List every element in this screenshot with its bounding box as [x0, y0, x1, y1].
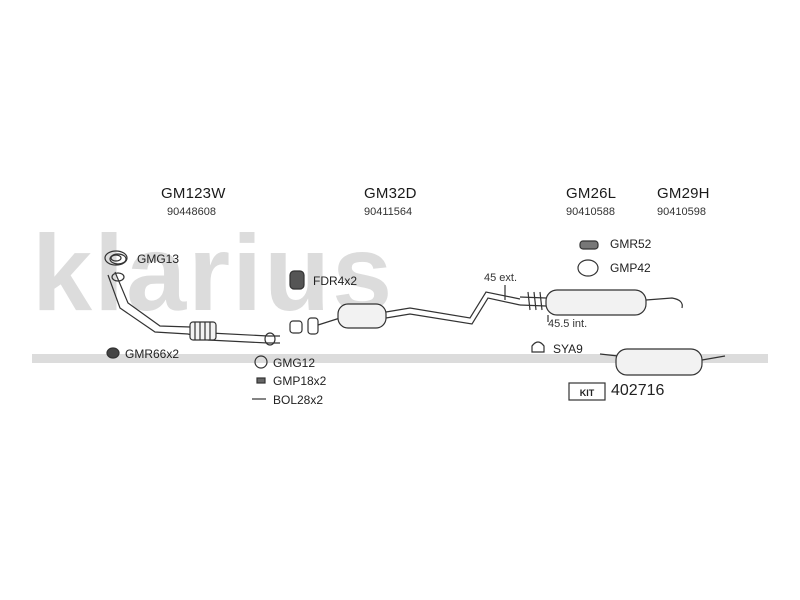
- watermark-logo: klarius: [32, 212, 768, 363]
- fitting-label-gmr52: GMR52: [610, 237, 652, 251]
- mount-bracket-icon: [289, 270, 305, 290]
- alt-inlet-pipe: [599, 353, 619, 357]
- fitting-label-gmp42: GMP42: [610, 261, 651, 275]
- watermark-underline: [32, 354, 768, 363]
- kit-badge-label: KIT: [580, 388, 595, 398]
- front-pipe-flange-end: [264, 332, 276, 346]
- front-pipe-flange: [104, 250, 128, 266]
- flex-joint: [189, 321, 217, 341]
- rubber-mount-icon: [106, 347, 120, 359]
- clamp-icon: [256, 377, 266, 384]
- kit-number: 402716: [611, 382, 665, 399]
- gasket-oval-icon: [577, 259, 599, 277]
- part-number-middle-silencer: 90411564: [364, 206, 413, 218]
- mid-clamp-1: [289, 320, 303, 334]
- watermark-text: klarius: [32, 212, 394, 333]
- dimension-int: 45.5 int.: [548, 318, 588, 330]
- front-pipe-flange-hole: [110, 254, 122, 262]
- part-number-rear-silencer-h: 90410598: [657, 206, 706, 218]
- hanger-icon: [531, 341, 545, 353]
- rear-tailpipe: [645, 297, 683, 309]
- alt-rear-silencer-drawing: [599, 348, 726, 376]
- fitting-icons-left: [106, 253, 268, 400]
- fitting-label-gmg12: GMG12: [273, 356, 316, 370]
- fitting-label-fdr4: FDR4x2: [313, 274, 358, 288]
- mid-outlet-pipe-lower: [385, 297, 521, 325]
- fitting-label-gmg13: GMG13: [137, 252, 180, 266]
- part-number-rear-silencer-l: 90410588: [566, 206, 615, 218]
- rubber-strap-icon: [579, 240, 599, 250]
- front-pipe-drawing: [104, 250, 280, 346]
- rear-silencer-drawing: [519, 240, 683, 353]
- rear-silencer-box: [545, 289, 647, 316]
- alt-rear-silencer-box: [615, 348, 703, 376]
- part-code-rear-silencer-h: GM29H: [657, 185, 710, 202]
- middle-silencer-box: [337, 303, 387, 329]
- kit-badge: KIT: [568, 382, 606, 401]
- gasket-ring-icon: [254, 355, 268, 369]
- part-number-front-pipe: 90448608: [167, 206, 216, 218]
- kit-badge-box: [568, 382, 606, 401]
- dimension-ext: 45 ext.: [484, 272, 518, 284]
- gasket-icon: [109, 253, 127, 265]
- alt-tailpipe: [701, 355, 726, 361]
- mid-inlet-pipe: [317, 317, 341, 326]
- mid-clamp-2: [307, 317, 319, 335]
- front-pipe-lower-line: [107, 274, 280, 344]
- fitting-label-bol28: BOL28x2: [273, 393, 324, 407]
- rear-joint-marks: [527, 291, 543, 311]
- middle-silencer-drawing: [289, 270, 521, 335]
- part-code-rear-silencer-l: GM26L: [566, 185, 617, 202]
- mid-outlet-pipe-upper: [385, 291, 521, 319]
- rear-inlet-pipe: [519, 296, 547, 307]
- flex-joint-ribs: [194, 322, 211, 340]
- fitting-label-gmp18: GMP18x2: [273, 374, 327, 388]
- part-code-middle-silencer: GM32D: [364, 185, 417, 202]
- fitting-label-gmr66: GMR66x2: [125, 347, 180, 361]
- part-code-front-pipe: GM123W: [161, 185, 226, 202]
- fitting-label-sya9: SYA9: [553, 342, 583, 356]
- front-pipe-inlet: [111, 272, 125, 282]
